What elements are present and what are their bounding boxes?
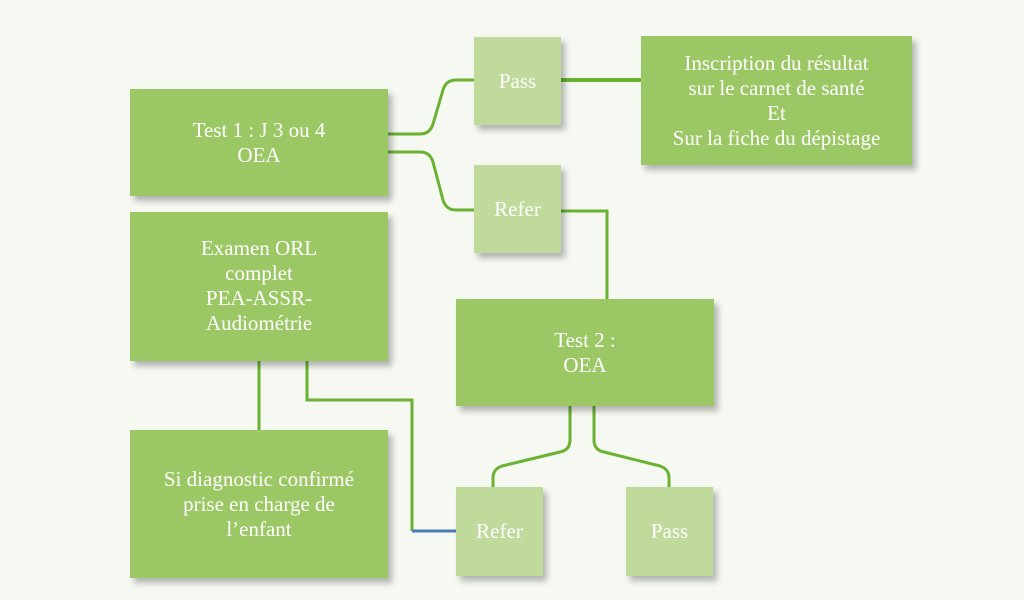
node-text: prise en charge de: [183, 491, 335, 516]
node-text: Examen ORL: [200, 236, 318, 260]
node-text: Sur la fiche du dépistage: [672, 125, 881, 150]
node-text: complet: [225, 261, 293, 285]
connector-test1-pass1: [388, 78, 474, 136]
node-text: Audiométrie: [205, 311, 313, 335]
node-text: Si diagnostic confirmé: [163, 466, 355, 491]
node-text: OEA: [237, 142, 281, 167]
node-text: Pass: [650, 519, 689, 543]
node-refer2: Refer: [456, 487, 543, 576]
node-text: PEA-ASSR-: [205, 286, 313, 310]
connector-test1-refer1: [388, 150, 474, 212]
connector-examen-refer2: [305, 361, 414, 531]
node-pass1: Pass: [474, 37, 561, 125]
node-text: l’enfant: [226, 516, 292, 541]
node-text: Refer: [476, 519, 523, 543]
connector-test2-pass2: [592, 406, 671, 487]
connector-test2-refer2: [491, 406, 572, 487]
node-test2: Test 2 :OEA: [456, 299, 714, 406]
node-text: Refer: [494, 196, 541, 221]
node-text: Test 1 : J 3 ou 4: [192, 117, 326, 142]
node-text: sur le carnet de santé: [688, 75, 865, 100]
connector-refer1-test2: [561, 209, 609, 299]
node-text: Test 2 :: [554, 327, 616, 352]
node-text: Pass: [498, 68, 537, 93]
node-pass2: Pass: [626, 487, 713, 576]
node-text: Inscription du résultat: [684, 50, 869, 75]
node-text: OEA: [563, 352, 607, 377]
node-refer1: Refer: [474, 165, 561, 253]
node-text: Et: [767, 100, 786, 125]
